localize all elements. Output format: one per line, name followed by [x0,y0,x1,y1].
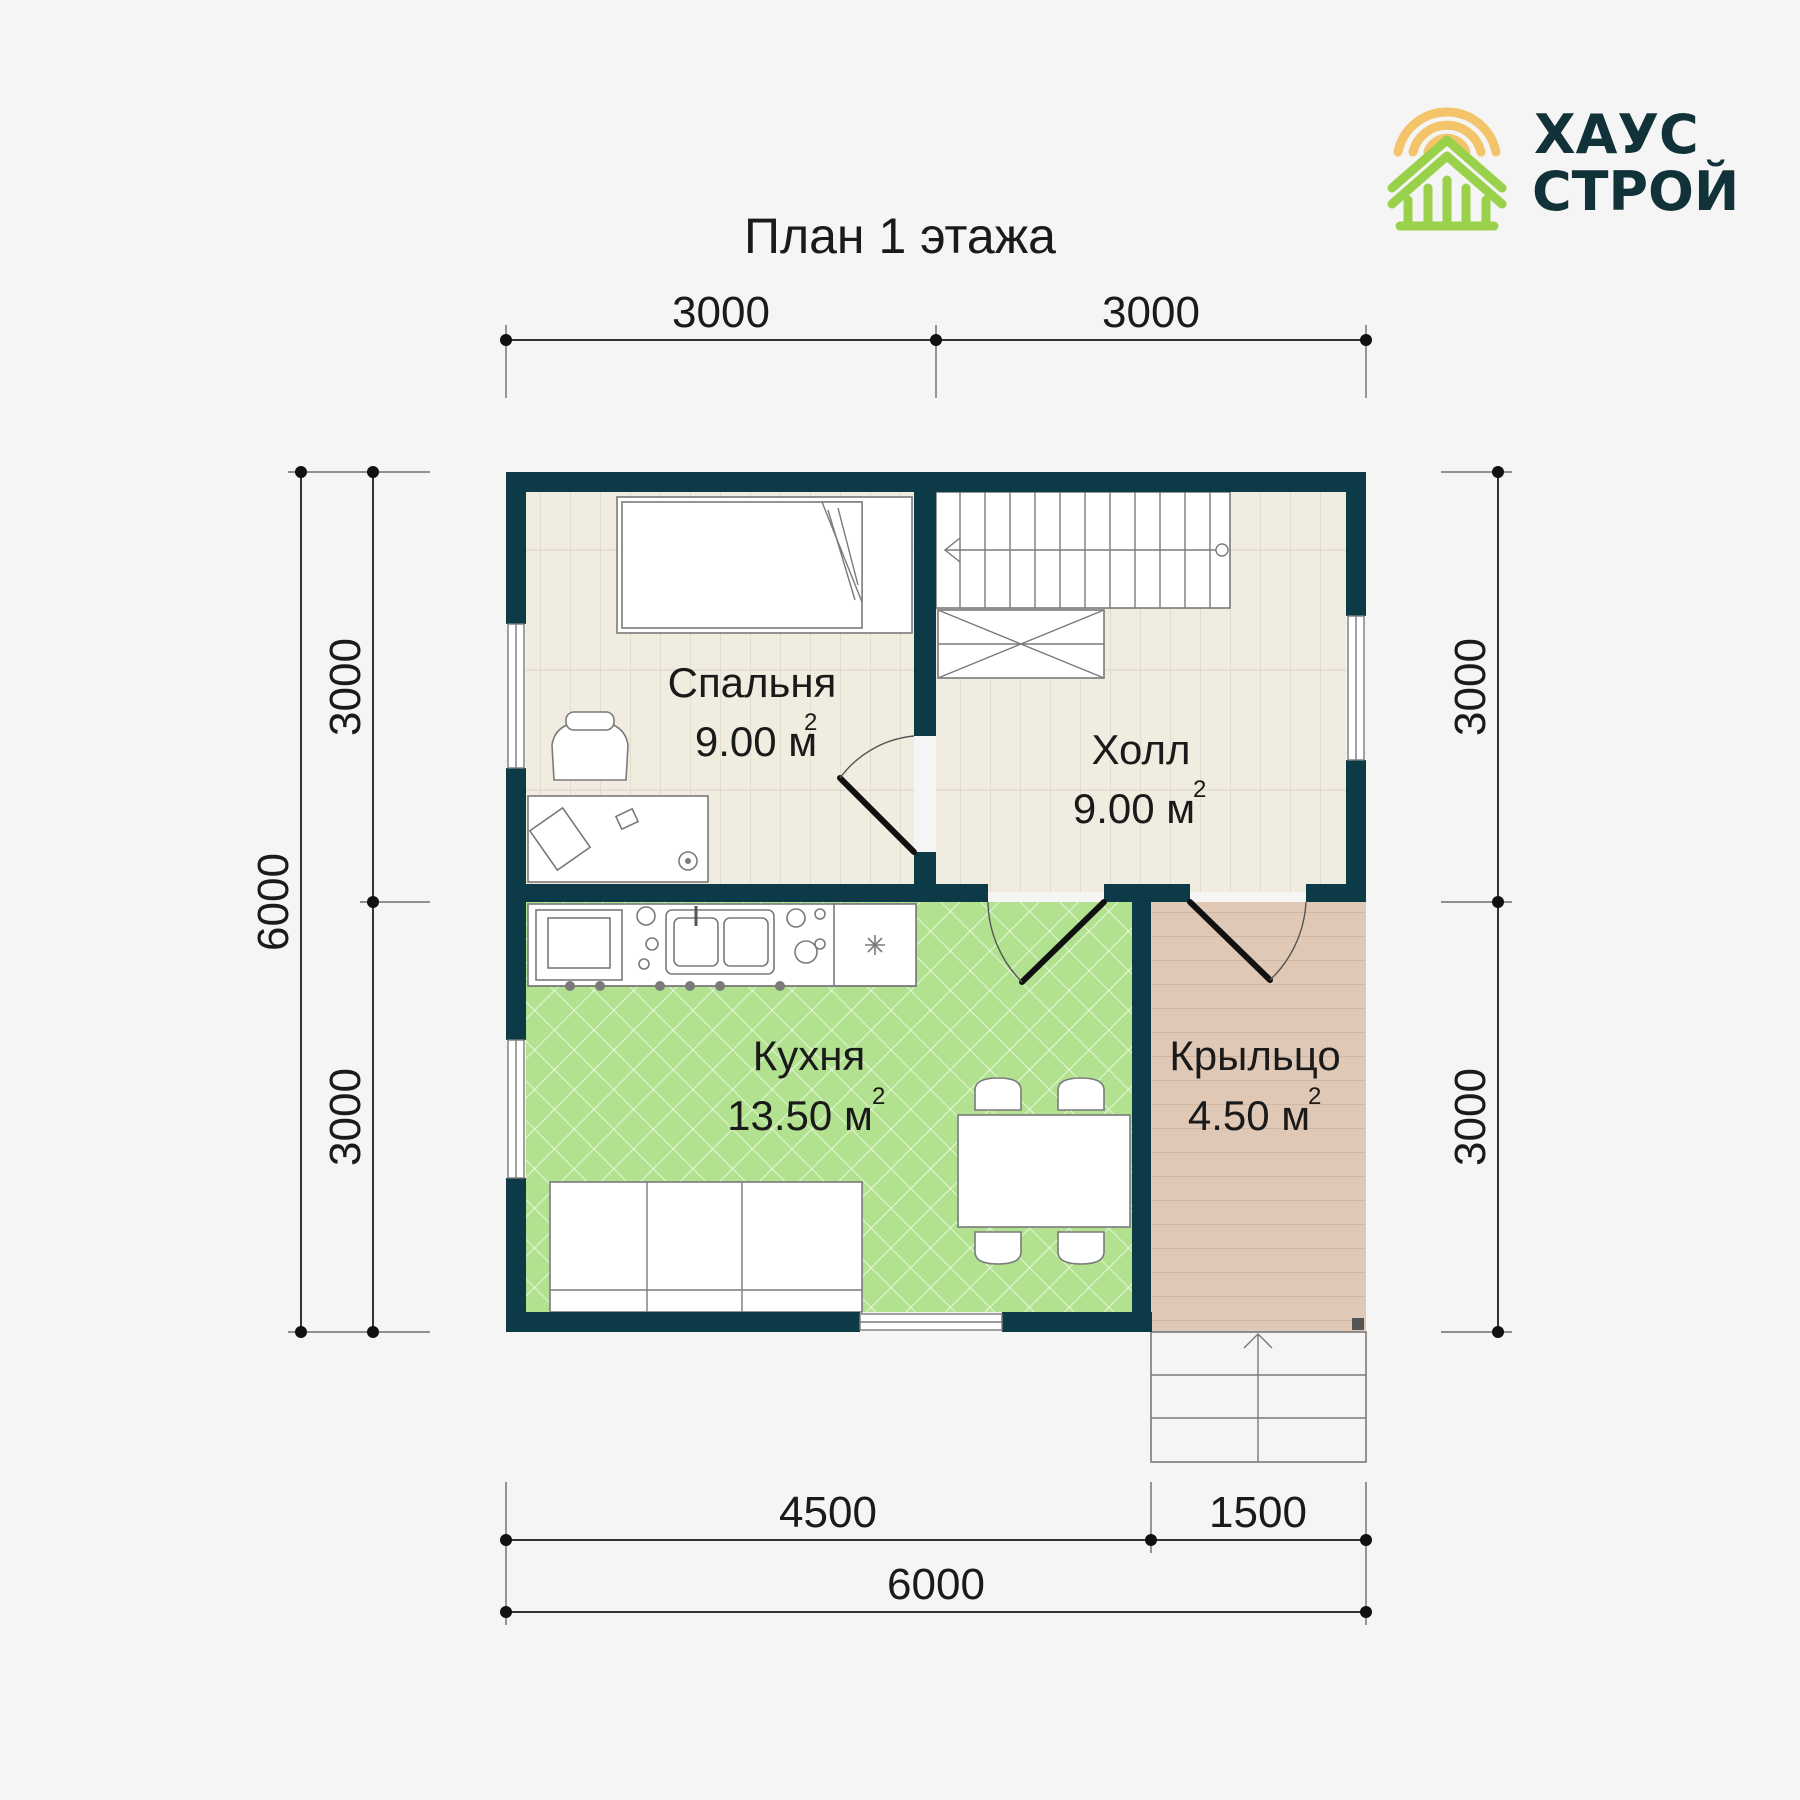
dim-right-upper: 3000 [1446,638,1495,736]
dim-bottom-total: 6000 [887,1560,985,1609]
doors [837,735,1307,985]
windows [507,615,1365,1331]
oven-icon [535,909,623,981]
dim-bottom-left: 4500 [779,1488,877,1537]
dim-left-total: 6000 [249,853,298,951]
dim-right-lower: 3000 [1446,1068,1495,1166]
bedroom-name: Спальня [668,659,837,706]
porch-area: 4.50 м [1188,1092,1310,1139]
room-label-kitchen: Кухня 13.50 м 2 [727,1032,885,1139]
logo-line-2: СТРОЙ [1532,160,1739,223]
stove-icon [636,906,826,970]
porch-area-sup: 2 [1308,1083,1321,1110]
kitchen-name: Кухня [753,1032,865,1079]
dining-table [957,1077,1131,1265]
porch-steps [1150,1331,1367,1463]
dim-top-right: 3000 [1102,288,1200,337]
hall-area-sup: 2 [1193,776,1206,803]
kitchen-area: 13.50 м [727,1092,873,1139]
bed [616,496,913,634]
sun-arcs-icon [1393,107,1501,157]
sofa [549,1181,863,1313]
dim-bottom-right: 1500 [1209,1488,1307,1537]
kitchen-counter [527,903,917,991]
room-label-bedroom: Спальня 9.00 м 2 [668,659,837,765]
hall-name: Холл [1092,726,1191,773]
desk-chair [551,711,629,781]
top-dimension-chain: 3000 3000 [500,288,1372,398]
staircase [935,491,1231,679]
company-logo: ХАУС СТРОЙ [1387,103,1739,231]
bottom-dimension-chain: 4500 1500 6000 [500,1482,1372,1625]
porch-name: Крыльцо [1169,1032,1340,1079]
porch-floor [1151,902,1366,1332]
bedroom-area: 9.00 м [695,718,817,765]
walls [506,472,1366,1332]
dim-top-left: 3000 [672,288,770,337]
room-label-hall: Холл 9.00 м 2 [1073,726,1207,832]
dim-left-upper: 3000 [321,638,370,736]
right-dimension-chain: 3000 3000 [1441,466,1512,1338]
room-label-porch: Крыльцо 4.50 м 2 [1169,1032,1340,1139]
sink-icon [665,906,775,975]
left-dimension-chain: 6000 3000 3000 [249,466,430,1338]
porch-post [1352,1318,1364,1330]
fridge-icon [833,903,917,987]
plan-title: План 1 этажа [744,208,1056,264]
house-icon [1387,135,1507,231]
desk [527,795,709,883]
dim-left-lower: 3000 [321,1068,370,1166]
hall-area: 9.00 м [1073,785,1195,832]
bedroom-area-sup: 2 [804,709,817,736]
kitchen-area-sup: 2 [872,1083,885,1110]
logo-line-1: ХАУС [1534,103,1699,166]
